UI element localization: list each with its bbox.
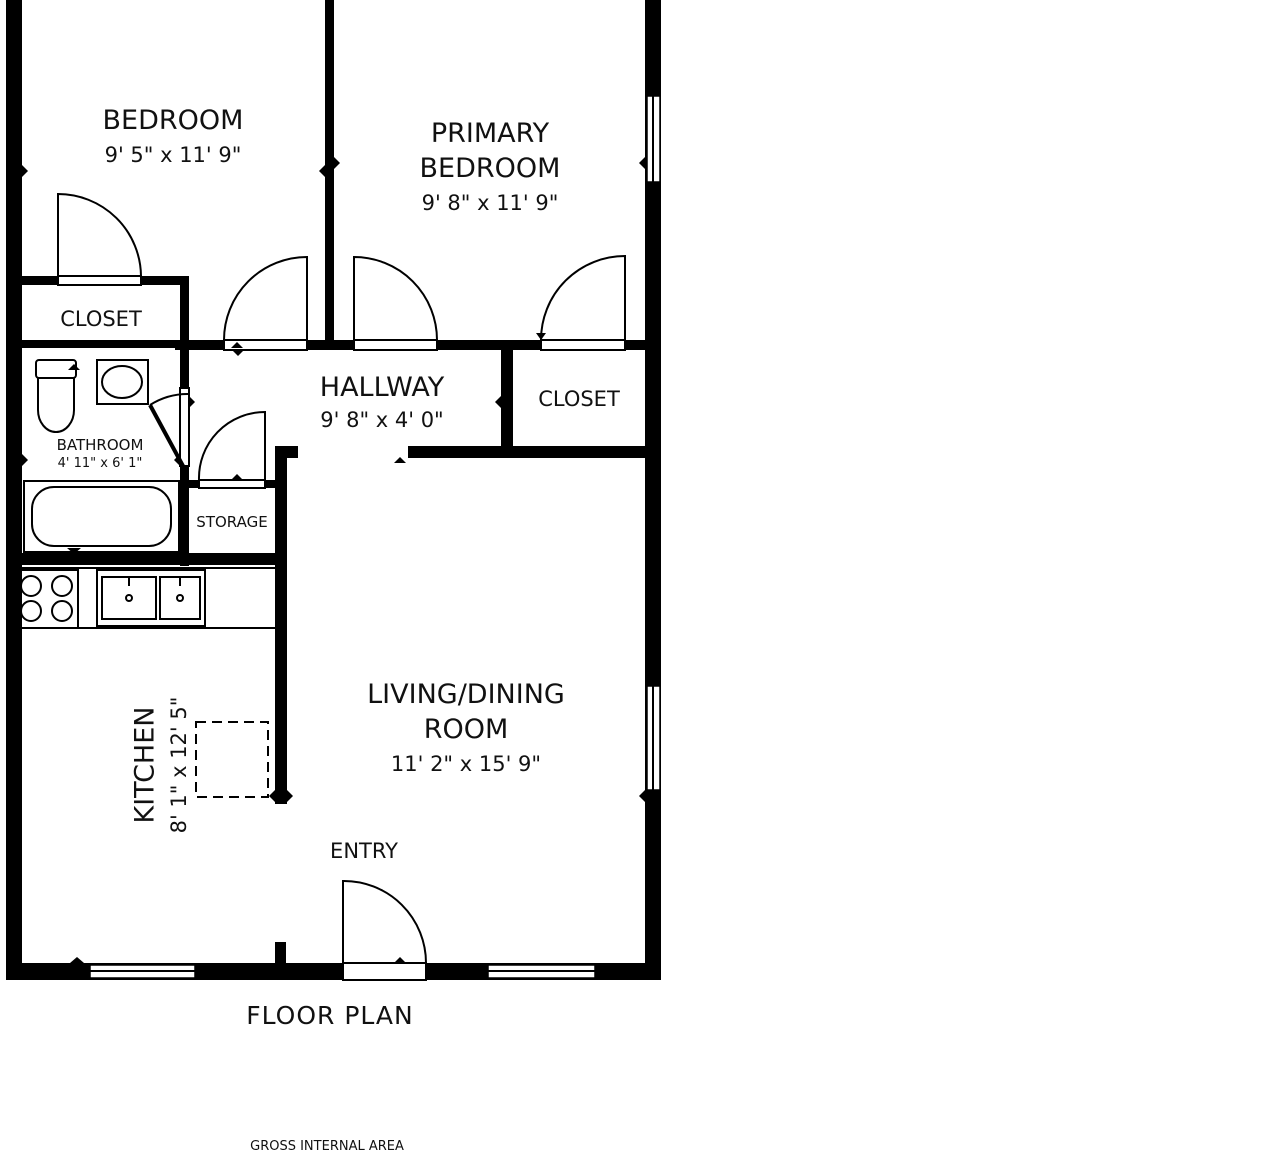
- bathroom-size: 4' 11" x 6' 1": [58, 456, 143, 471]
- stove-icon: [15, 569, 79, 629]
- plan-title: FLOOR PLAN: [246, 1001, 413, 1030]
- kitchen-sink-icon: [96, 569, 206, 627]
- kitchen-island-outline: [195, 721, 269, 798]
- living-dining-name-line1: LIVING/DINING: [367, 679, 565, 710]
- fixtures: [15, 359, 275, 798]
- closet-right-name: CLOSET: [538, 387, 620, 411]
- entry-name: ENTRY: [330, 839, 398, 863]
- bedroom-name: BEDROOM: [103, 105, 244, 136]
- hallway-name: HALLWAY: [320, 372, 445, 403]
- kitchen-name: KITCHEN: [130, 707, 161, 824]
- kitchen-size: 8' 1" x 12' 5": [167, 697, 191, 834]
- hallway-size: 9' 8" x 4' 0": [320, 408, 443, 432]
- bathroom-sink-icon: [96, 359, 149, 405]
- bathroom-name: BATHROOM: [57, 436, 144, 454]
- kitchen-counter: [16, 567, 275, 629]
- gross-internal-area-label: GROSS INTERNAL AREA: [250, 1139, 404, 1152]
- primary-bedroom-name-line2: BEDROOM: [420, 153, 561, 184]
- bathtub-icon: [23, 480, 180, 553]
- primary-bedroom-size: 9' 8" x 11' 9": [422, 191, 559, 215]
- living-dining-size: 11' 2" x 15' 9": [391, 752, 541, 776]
- toilet-icon: [35, 359, 77, 433]
- doors: [57, 192, 626, 981]
- primary-bedroom-name-line1: PRIMARY: [431, 118, 550, 149]
- storage-name: STORAGE: [196, 513, 267, 531]
- windows: [89, 95, 661, 979]
- closet-left-name: CLOSET: [60, 307, 142, 331]
- living-dining-name-line2: ROOM: [424, 714, 509, 745]
- bedroom-size: 9' 5" x 11' 9": [105, 143, 242, 167]
- dimension-markers: [16, 157, 645, 963]
